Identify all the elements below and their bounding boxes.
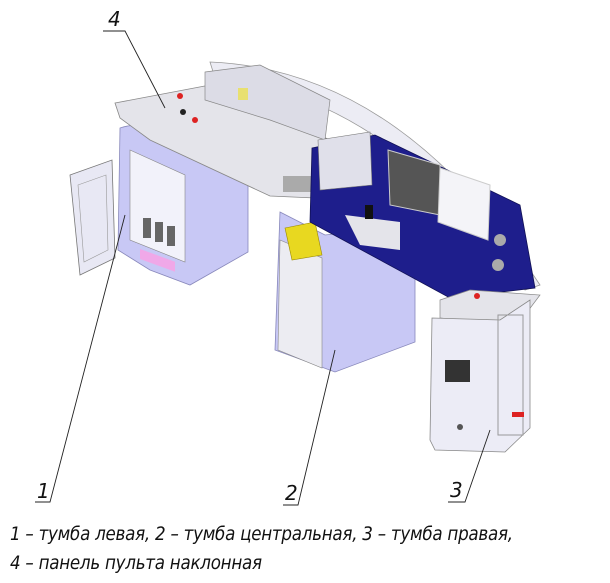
right-cabinet xyxy=(429,289,541,453)
caption-line-2: 4 – панель пульта наклонная xyxy=(10,552,262,574)
callout-1: 1 xyxy=(37,479,50,503)
leader-lines xyxy=(35,30,491,506)
caption-line-1: 1 – тумба левая, 2 – тумба центральная, … xyxy=(10,523,513,545)
sloped-panel xyxy=(114,64,331,199)
callout-3: 3 xyxy=(450,478,463,502)
callout-2: 2 xyxy=(285,481,298,505)
navy-control-panel xyxy=(309,131,536,299)
yellow-block xyxy=(284,221,323,261)
control-lever xyxy=(365,205,373,219)
left-cabinet-door xyxy=(69,159,116,276)
callout-4: 4 xyxy=(108,7,121,31)
